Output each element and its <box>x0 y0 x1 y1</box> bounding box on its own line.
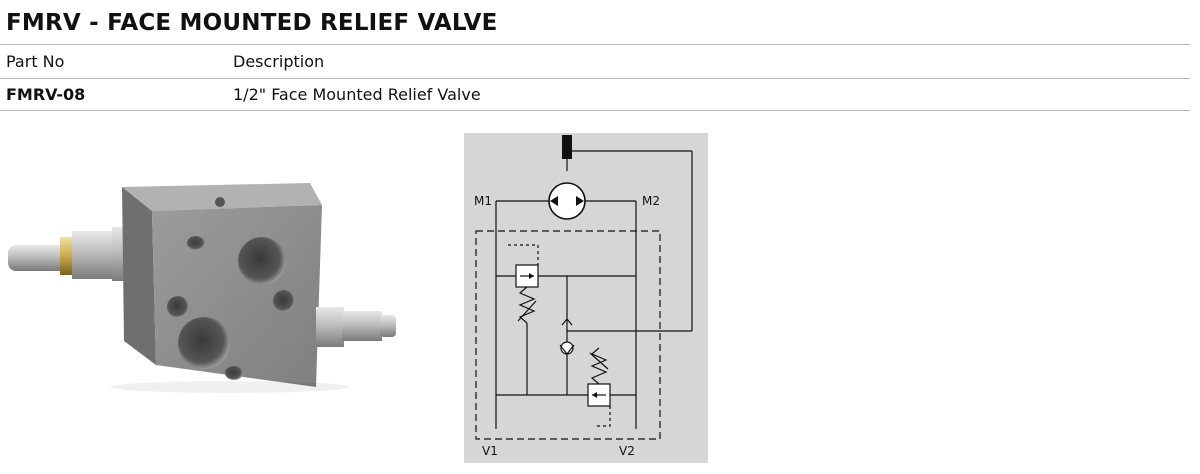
port-label-m2: M2 <box>642 194 660 208</box>
page-title: FMRV - FACE MOUNTED RELIEF VALVE <box>6 10 498 36</box>
port-label-m1: M1 <box>474 194 492 208</box>
valve-product-image <box>0 165 420 395</box>
hydraulic-schematic: M1 M2 V1 V2 <box>464 133 708 463</box>
port-label-v1: V1 <box>482 444 498 458</box>
title-divider <box>0 44 1190 45</box>
part-number-cell: FMRV-08 <box>6 85 86 104</box>
column-header-description: Description <box>233 52 325 71</box>
column-header-part-no: Part No <box>6 52 65 71</box>
row-divider <box>0 110 1190 111</box>
description-cell: 1/2" Face Mounted Relief Valve <box>233 85 481 104</box>
header-divider <box>0 78 1190 79</box>
port-label-v2: V2 <box>619 444 635 458</box>
